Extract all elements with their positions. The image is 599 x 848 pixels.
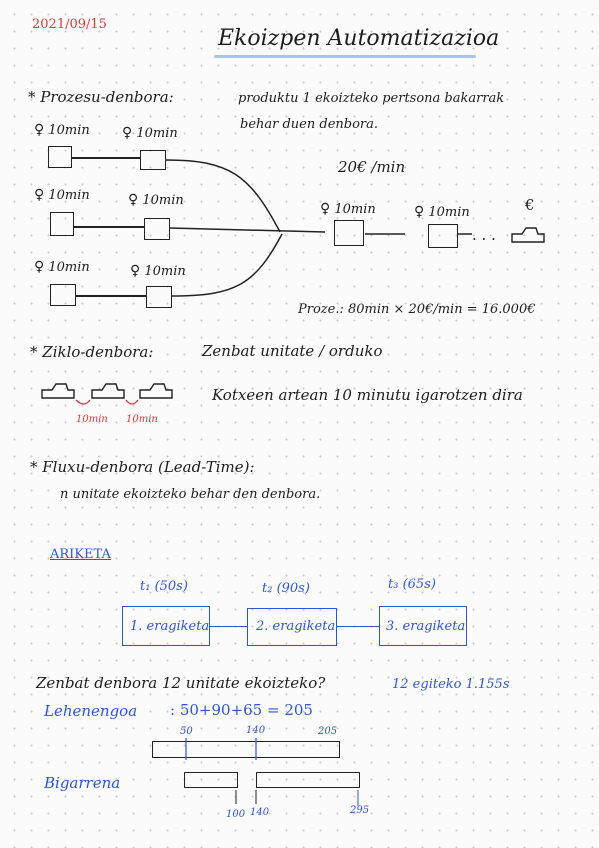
person-icon: ♀ bbox=[130, 263, 141, 279]
total-cost: Proze.: 80min × 20€/min = 16.000€ bbox=[298, 302, 536, 317]
t1-label: t₁ (50s) bbox=[140, 579, 188, 594]
person-icon: ♀ bbox=[34, 122, 45, 138]
worker-1b-label: ♀ 10min bbox=[122, 125, 178, 141]
op-connector bbox=[210, 626, 247, 628]
exercise-title: ARIKETA bbox=[50, 547, 111, 562]
first-unit-timeline-bar bbox=[152, 741, 340, 758]
worker-3a-label: ♀ 10min bbox=[34, 259, 90, 275]
tick-label-50: 50 bbox=[180, 726, 193, 737]
station-2a-box bbox=[50, 212, 74, 236]
second-unit-wait-box bbox=[184, 772, 238, 788]
tick-label-205: 205 bbox=[318, 726, 338, 737]
lead-time-heading: * Fluxu-denbora (Lead-Time): bbox=[30, 458, 255, 476]
station-1b-box bbox=[140, 150, 166, 170]
t3-label: t₃ (65s) bbox=[388, 577, 436, 592]
page-title: Ekoizpen Automatizazioa bbox=[218, 26, 500, 51]
connector-line bbox=[74, 226, 144, 228]
second-unit-label: Bigarrena bbox=[44, 774, 121, 792]
second-unit-process-box bbox=[256, 772, 360, 788]
gap-label-2: 10min bbox=[126, 414, 158, 425]
person-icon: ♀ bbox=[34, 259, 45, 275]
first-unit-equation: : 50+90+65 = 205 bbox=[170, 701, 313, 719]
date-stamp: 2021/09/15 bbox=[32, 17, 107, 32]
operation-1-box bbox=[122, 606, 210, 646]
operation-1-label: 1. eragiketa bbox=[130, 619, 210, 634]
title-underline bbox=[214, 55, 476, 58]
exercise-question: Zenbat denbora 12 unitate ekoizteko? bbox=[36, 674, 326, 692]
person-icon: ♀ bbox=[320, 201, 331, 217]
worker-1a-label: ♀ 10min bbox=[34, 122, 90, 138]
worker-4-label: ♀ 10min bbox=[320, 201, 376, 217]
station-5-box bbox=[428, 224, 458, 248]
station-1a-box bbox=[48, 146, 72, 168]
person-icon: ♀ bbox=[34, 187, 45, 203]
person-icon: ♀ bbox=[128, 192, 139, 208]
op-connector bbox=[337, 626, 379, 628]
cycle-desc: Kotxeen artean 10 minutu igarotzen dira bbox=[212, 386, 523, 404]
tick-label-140: 140 bbox=[246, 725, 266, 736]
car-icon bbox=[511, 227, 545, 243]
worker-3b-label: ♀ 10min bbox=[130, 263, 186, 279]
gap-label-1: 10min bbox=[76, 414, 108, 425]
process-time-heading: * Prozesu-denbora: bbox=[28, 88, 174, 106]
ellipsis: . . . bbox=[472, 226, 496, 244]
tick-label-100: 100 bbox=[226, 809, 246, 820]
process-desc-line1: produktu 1 ekoizteko pertsona bakarrak bbox=[238, 91, 505, 106]
person-icon: ♀ bbox=[122, 125, 133, 141]
operation-3-box bbox=[379, 606, 467, 646]
station-2b-box bbox=[144, 218, 170, 240]
tick-label-295: 295 bbox=[350, 805, 370, 816]
tick-label-140b: 140 bbox=[250, 807, 270, 818]
process-desc-line2: behar duen denbora. bbox=[240, 117, 379, 132]
worker-5-label: ♀ 10min bbox=[414, 204, 470, 220]
first-unit-label: Lehenengoa bbox=[44, 702, 138, 720]
station-3a-box bbox=[50, 284, 76, 306]
cars-sequence-icon bbox=[41, 383, 173, 405]
connector-line bbox=[72, 157, 140, 159]
person-icon: ♀ bbox=[414, 204, 425, 220]
rate-label: 20€ /min bbox=[338, 158, 406, 176]
cycle-subtitle: Zenbat unitate / orduko bbox=[202, 342, 383, 360]
operation-2-label: 2. eragiketa bbox=[256, 619, 336, 634]
euro-sign: € bbox=[525, 196, 535, 214]
lead-time-desc: n unitate ekoizteko behar den denbora. bbox=[60, 487, 321, 502]
cycle-time-heading: * Ziklo-denbora: bbox=[30, 343, 154, 361]
station-4-box bbox=[334, 220, 364, 246]
operation-2-box bbox=[247, 608, 337, 646]
worker-2a-label: ♀ 10min bbox=[34, 187, 90, 203]
worker-2b-label: ♀ 10min bbox=[128, 192, 184, 208]
connector-line bbox=[76, 295, 146, 297]
exercise-answer: 12 egiteko 1.155s bbox=[392, 677, 510, 692]
station-3b-box bbox=[146, 286, 172, 308]
t2-label: t₂ (90s) bbox=[262, 581, 310, 596]
operation-3-label: 3. eragiketa bbox=[386, 619, 466, 634]
